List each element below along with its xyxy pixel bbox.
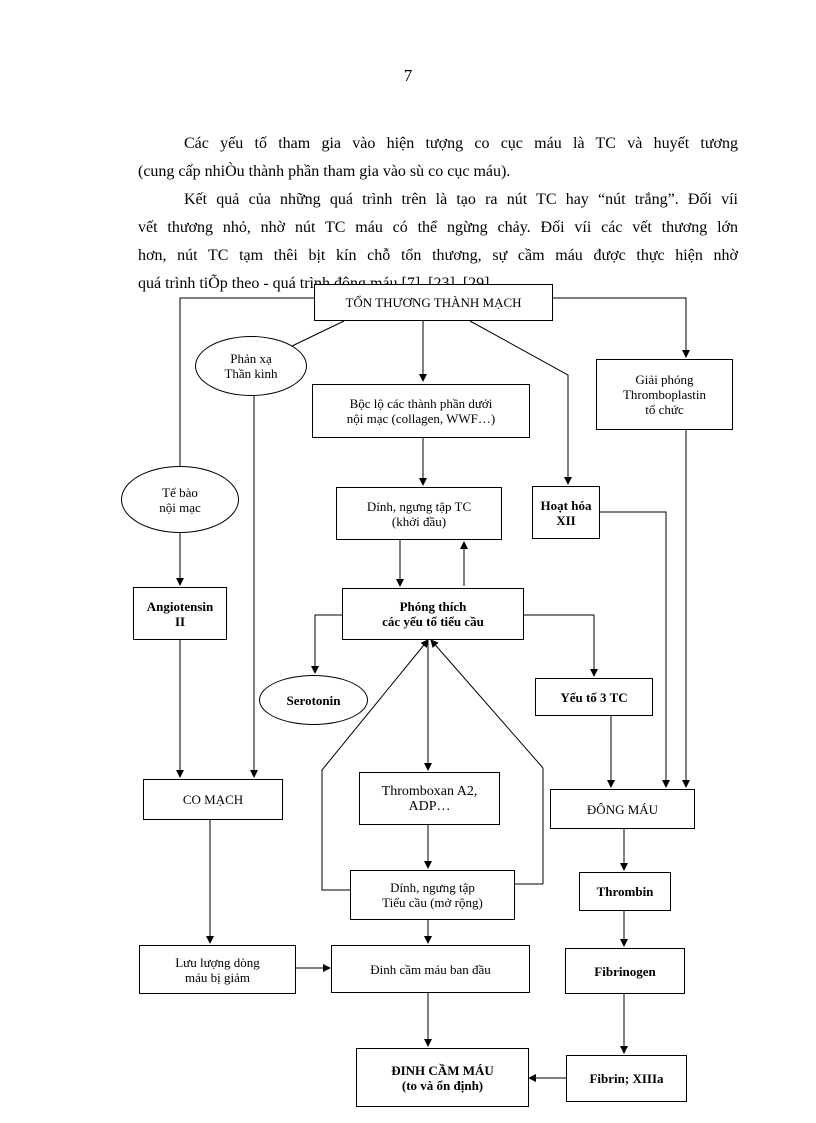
box-co-mach: CO MẠCH [143,779,283,820]
box-dinh-ngung-tap-mo-rong: Dính, ngưng tập Tiểu cầu (mở rộng) [350,870,515,920]
arrow-right-loop [430,639,544,769]
box-yeu-to-3-tc: Yếu tố 3 TC [535,678,653,716]
ellipse-te-bao-noi-mac: Tế bào nội mạc [121,466,239,533]
paragraph-1-line-2: (cung cấp nhiÒu thành phần tham gia vào … [138,163,511,180]
line-top-to-te-bao [179,297,314,470]
box-phong-thich: Phóng thích các yếu tố tiểu cầu [342,588,524,640]
box-fibrin-xiiia: Fibrin; XIIIa [566,1055,687,1102]
arrow-top-to-giai-phong [553,297,690,358]
box-angiotensin-ii: Angiotensin II [133,587,227,640]
ellipse-phan-xa-than-kinh: Phản xạ Thần kinh [195,336,307,396]
page-number: 7 [403,66,413,85]
box-dinh-cam-mau: ĐINH CẦM MÁU (to và ổn định) [356,1048,529,1107]
box-dinh-ngung-tap-khoi-dau: Dính, ngưng tập TC (khởi đầu) [336,487,502,540]
box-thromboxan: Thromboxan A2, ADP… [359,772,500,825]
box-dinh-cam-mau-ban-dau: Đinh cầm máu ban đầu [331,945,530,993]
box-boc-lo: Bộc lộ các thành phần dưới nội mạc (coll… [312,384,530,438]
paragraph-2-line-2: vết thương nhỏ, nhờ nút TC máu có thể ng… [138,219,738,236]
paragraph-2-line-3: hơn, nút TC tạm thêi bịt kín chỗ tổn thư… [138,247,738,264]
arrow-phong-thich-to-yeu-to-3 [524,614,598,677]
box-luu-luong: Lưu lượng dòng máu bị giảm [139,945,296,994]
box-giai-phong-thromboplastin: Giải phóng Thromboplastin tổ chức [596,359,733,430]
paragraph-1: Các yếu tố tham gia vào hiện tượng co cụ… [138,130,738,186]
arrow-top-to-hoat-hoa [469,320,572,485]
arrow-phong-thich-to-serotonin [311,614,342,674]
box-ton-thuong-thanh-mach: TỔN THƯƠNG THÀNH MẠCH [314,284,553,321]
box-fibrinogen: Fibrinogen [565,948,685,994]
paragraph-1-line-1: Các yếu tố tham gia vào hiện tượng co cụ… [184,135,738,152]
line-top-to-phan-xa [289,320,345,348]
ellipse-serotonin: Serotonin [259,675,368,725]
paragraph-2-line-1: Kết quả của những quá trình trên là tạo … [184,191,738,208]
box-dong-mau: ĐÔNG MÁU [550,789,695,829]
arrow-left-loop [321,639,429,891]
arrow-hoat-hoa-to-dong-mau [600,511,670,788]
box-thrombin: Thrombin [579,872,671,911]
box-hoat-hoa-xii: Hoạt hóa XII [532,486,600,539]
